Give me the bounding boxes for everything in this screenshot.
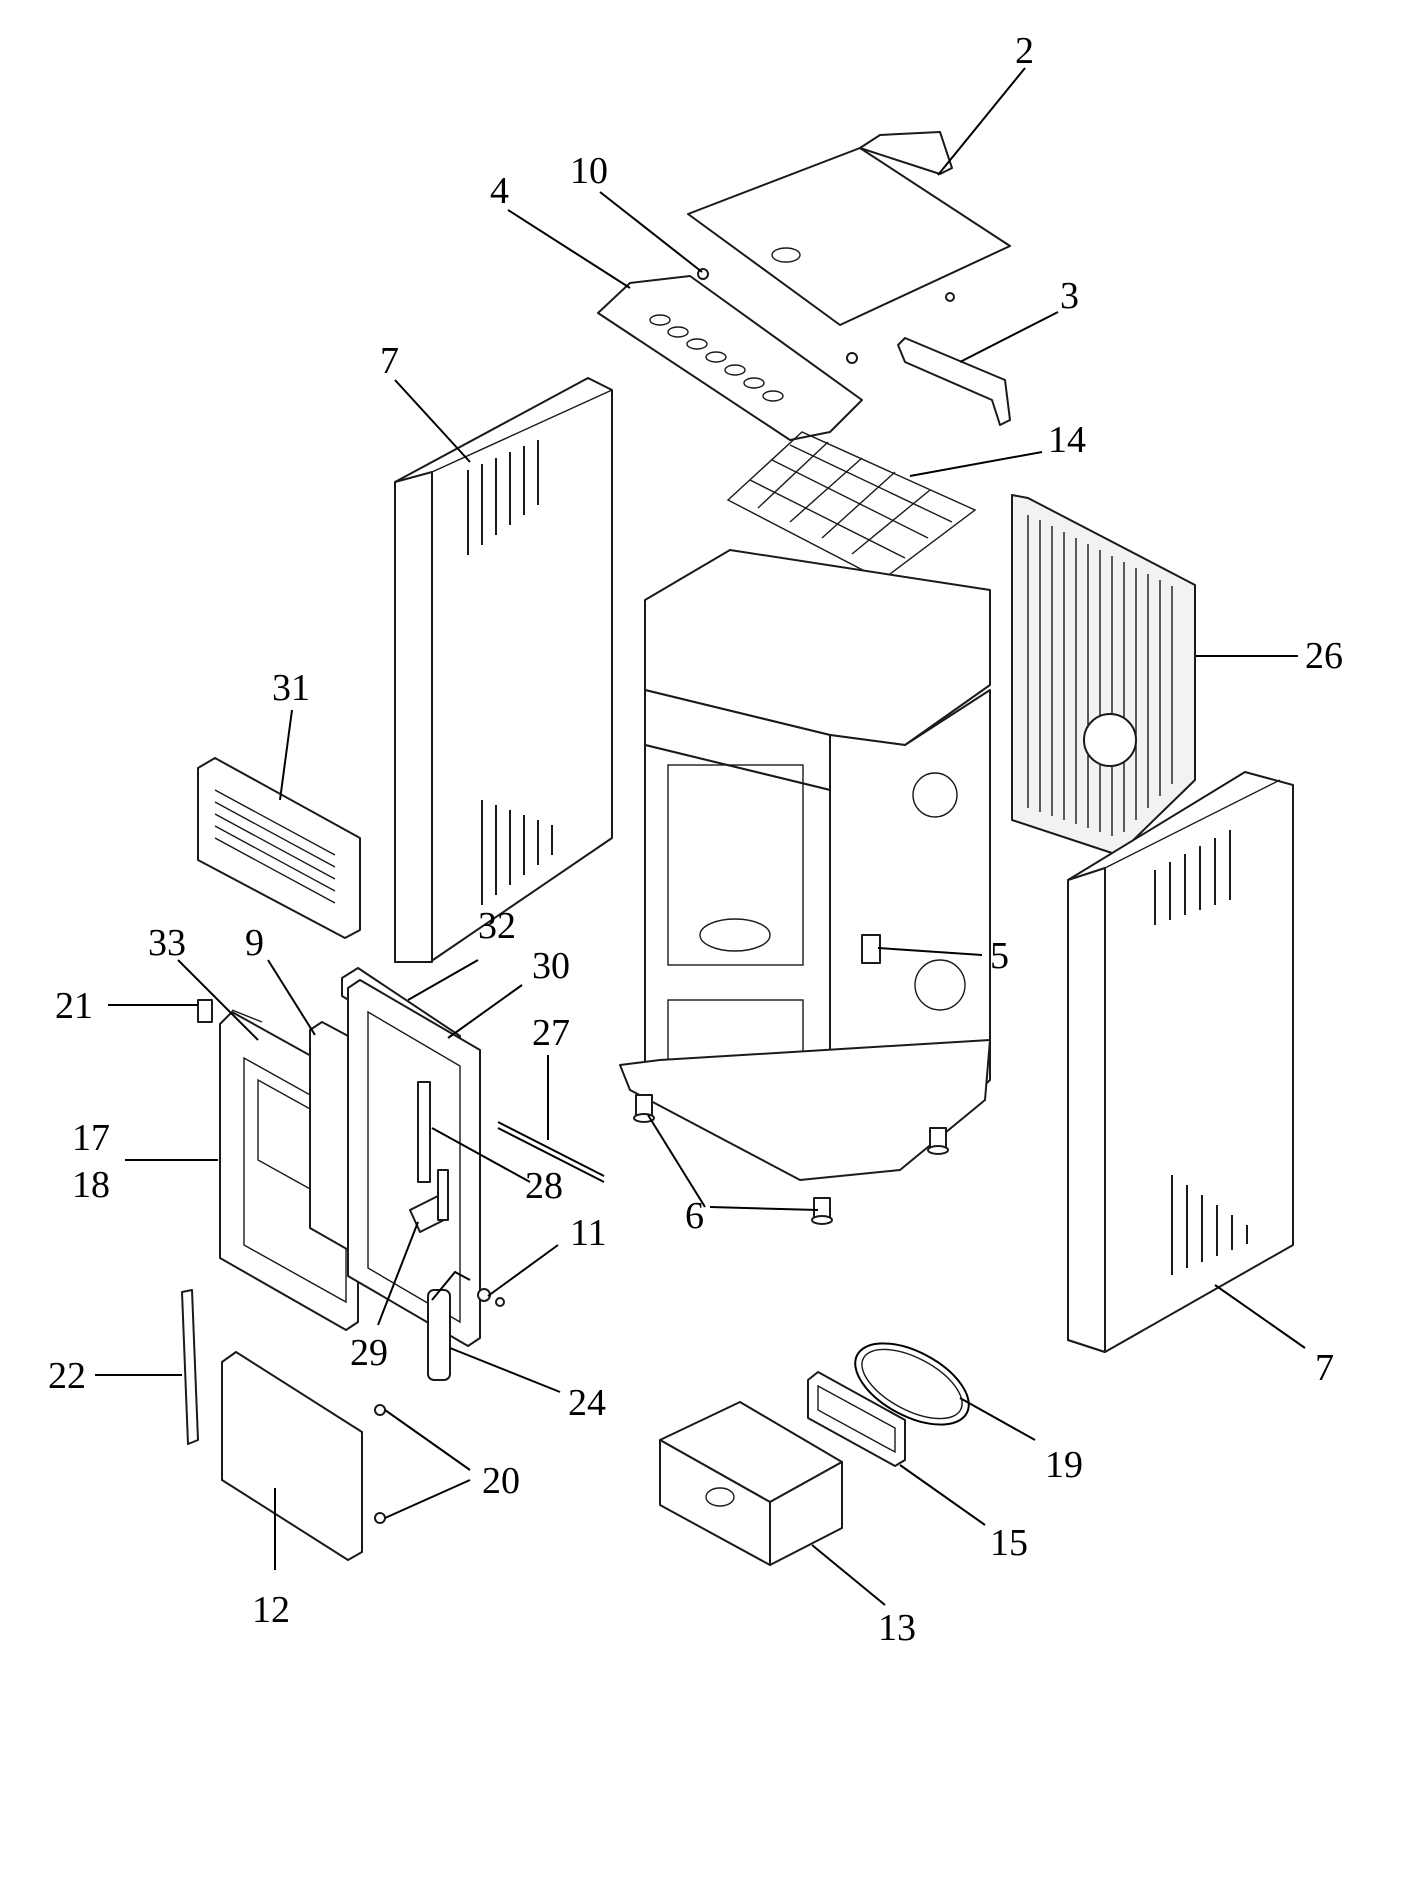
part-7-left-side-panel [394, 377, 613, 963]
label-27: 27 [532, 1012, 570, 1054]
label-12: 12 [252, 1589, 290, 1631]
label-6: 6 [685, 1195, 704, 1237]
label-10: 10 [570, 150, 608, 192]
part-20-screw-a [374, 1404, 386, 1416]
label-28: 28 [525, 1165, 563, 1207]
part-19-oval-gasket [854, 1342, 970, 1426]
label-18: 18 [72, 1164, 110, 1206]
label-21: 21 [55, 985, 93, 1027]
part-14-mesh-grid [726, 431, 977, 581]
part-6-foot-c [811, 1197, 833, 1225]
label-19: 19 [1045, 1444, 1083, 1486]
part-27-rod [497, 1121, 605, 1183]
label-32: 32 [478, 905, 516, 947]
label-22: 22 [48, 1355, 86, 1397]
part-30-32-door-frame [341, 967, 481, 1347]
label-13: 13 [878, 1607, 916, 1649]
part-11-screw [477, 1288, 505, 1307]
part-26-rear-panel [1011, 494, 1196, 856]
label-7-left: 7 [380, 340, 399, 382]
leader-lines [95, 67, 1306, 1606]
part-5-component [861, 934, 881, 964]
label-31: 31 [272, 667, 310, 709]
part-6-foot-a [633, 1094, 655, 1123]
label-9: 9 [245, 922, 264, 964]
label-11: 11 [570, 1212, 607, 1254]
label-26: 26 [1305, 635, 1343, 677]
left-panel-vent-slots [467, 440, 553, 905]
part-22-hinge-strip [181, 1289, 199, 1445]
label-4: 4 [490, 170, 509, 212]
part-15-gasket-frame [807, 1371, 906, 1467]
label-5: 5 [990, 935, 1009, 977]
label-17: 17 [72, 1117, 110, 1159]
label-30: 30 [532, 945, 570, 987]
label-20: 20 [482, 1460, 520, 1502]
label-24: 24 [568, 1382, 606, 1424]
part-4-control-panel [597, 275, 863, 441]
label-3: 3 [1060, 275, 1079, 317]
part-2-top-cover [687, 131, 1011, 326]
right-panel-vent-slots [1154, 830, 1248, 1275]
part-7-right-side-panel [1067, 771, 1294, 1353]
part-28-hinge-bar [417, 1081, 431, 1183]
label-15: 15 [990, 1522, 1028, 1564]
part-33-door-seal [231, 1009, 263, 1023]
part-31-vent-grille [197, 757, 361, 939]
rear-panel-perforations [1027, 515, 1173, 836]
part-21-latch [197, 999, 213, 1023]
label-29: 29 [350, 1332, 388, 1374]
part-20-screw-b [374, 1512, 386, 1524]
part-6-foot-b [927, 1127, 949, 1155]
part-labels: 2 10 4 3 7 14 26 31 33 9 32 30 21 27 17 … [48, 30, 1343, 1649]
part-12-lower-panel [221, 1351, 363, 1561]
label-2: 2 [1015, 30, 1034, 72]
part-3-bracket [846, 292, 1011, 426]
stove-main-body [619, 549, 991, 1181]
label-7-right: 7 [1315, 1347, 1334, 1389]
label-33: 33 [148, 922, 186, 964]
label-14: 14 [1048, 419, 1086, 461]
part-24-handle [427, 1270, 471, 1381]
control-buttons [649, 314, 784, 402]
part-13-ash-box [659, 1401, 843, 1566]
